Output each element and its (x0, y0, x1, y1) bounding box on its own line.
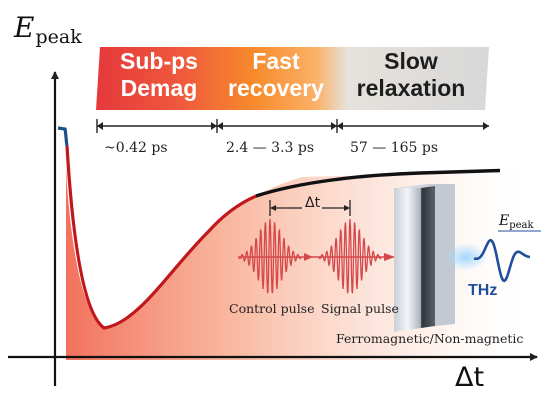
phase-label-demag: Sub-ps Demag (120, 48, 198, 101)
control-pulse-waveform (238, 218, 302, 294)
signal-pulse-waveform (318, 218, 382, 294)
pulse-delay-label: Δt (305, 195, 321, 211)
thz-peak-label: Epeak (499, 213, 534, 231)
thz-waveform (473, 239, 531, 283)
phase-label-fast-recovery: Fast recovery (228, 48, 324, 101)
curve-relaxation-segment (255, 168, 501, 198)
y-axis-label: Epeak (14, 11, 82, 48)
pulse-arrow (384, 253, 395, 261)
thz-label: THz (468, 282, 498, 299)
sample-label: Ferromagnetic/Non-magnetic (336, 331, 524, 346)
signal-pulse-label: Signal pulse (321, 301, 399, 316)
x-axis-label: Δt (455, 362, 485, 393)
curve-demag-segment (65, 145, 257, 330)
duration-slow-relaxation: 57 — 165 ps (350, 140, 439, 156)
emission-glow (444, 243, 488, 271)
control-pulse-label: Control pulse (229, 301, 315, 316)
duration-demag: ~0.42 ps (104, 140, 168, 156)
pulse-delay-bracket (269, 200, 351, 216)
curve-initial-segment (57, 126, 69, 147)
duration-fast-recovery: 2.4 — 3.3 ps (226, 140, 315, 156)
phase-banner (96, 47, 489, 110)
phase-label-slow-relaxation: Slow relaxation (356, 48, 466, 101)
duration-brackets (96, 119, 489, 133)
pulse-arrow (304, 253, 313, 261)
